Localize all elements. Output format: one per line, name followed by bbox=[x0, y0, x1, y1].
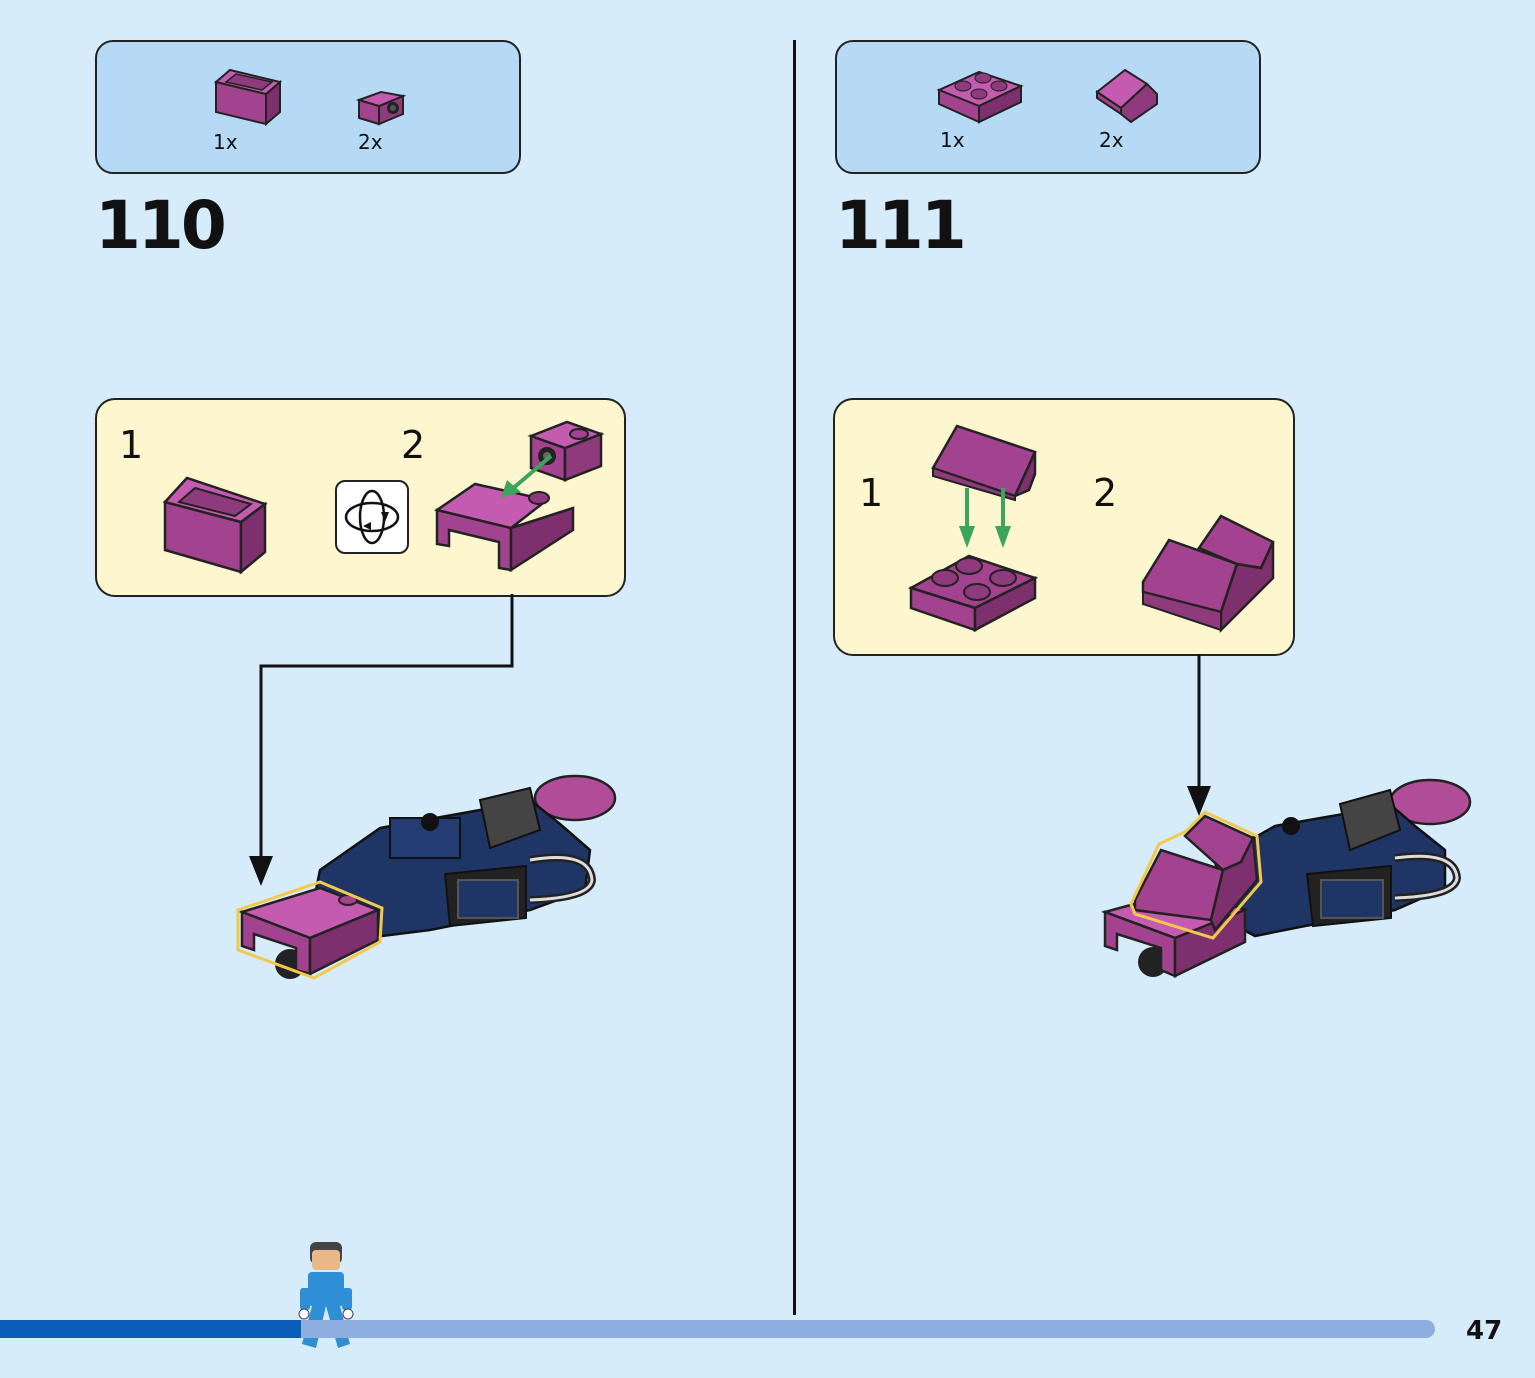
part-qty: 2x bbox=[1099, 128, 1124, 152]
part-qty: 2x bbox=[358, 130, 383, 154]
purple-bracket-brick-icon bbox=[527, 420, 605, 482]
page-number: 47 bbox=[1466, 1316, 1503, 1346]
purple-bracket-brick-icon bbox=[355, 90, 407, 126]
page-divider bbox=[793, 40, 796, 1315]
part-qty: 1x bbox=[213, 130, 238, 154]
sub-assembly-callout: 1 2 bbox=[95, 398, 626, 597]
callout-leader-line bbox=[1187, 654, 1211, 816]
purple-slope-assembly-icon bbox=[1141, 514, 1275, 634]
rotate-model-icon bbox=[335, 480, 409, 554]
progress-completed bbox=[0, 1320, 302, 1338]
vehicle-model-icon bbox=[1100, 778, 1472, 978]
parts-list-step-110: 1x 2x bbox=[95, 40, 521, 174]
substep-number: 2 bbox=[401, 423, 426, 467]
purple-plate-2x2-icon bbox=[936, 70, 1024, 124]
substep-number: 1 bbox=[119, 423, 144, 467]
purple-slope-icon bbox=[931, 424, 1037, 502]
progress-bar bbox=[0, 1320, 1435, 1338]
purple-slope-icon bbox=[1095, 68, 1158, 124]
parts-list-step-111: 1x 2x bbox=[835, 40, 1261, 174]
substep-number: 1 bbox=[859, 471, 884, 515]
sub-assembly-callout: 1 2 bbox=[833, 398, 1295, 656]
step-number: 110 bbox=[95, 187, 227, 264]
purple-panel-assembly-icon bbox=[433, 482, 575, 573]
substep-number: 2 bbox=[1093, 471, 1118, 515]
part-qty: 1x bbox=[940, 128, 965, 152]
purple-plate-2x2-icon bbox=[907, 554, 1039, 633]
callout-leader-line bbox=[249, 594, 514, 886]
green-arrow-icon bbox=[501, 454, 553, 498]
purple-panel-brick-icon bbox=[162, 476, 268, 575]
progress-remaining bbox=[0, 1320, 1435, 1338]
vehicle-model-icon bbox=[236, 774, 617, 980]
purple-panel-brick-icon bbox=[213, 68, 283, 127]
green-arrow-icon bbox=[959, 488, 1011, 548]
step-number: 111 bbox=[835, 187, 967, 264]
